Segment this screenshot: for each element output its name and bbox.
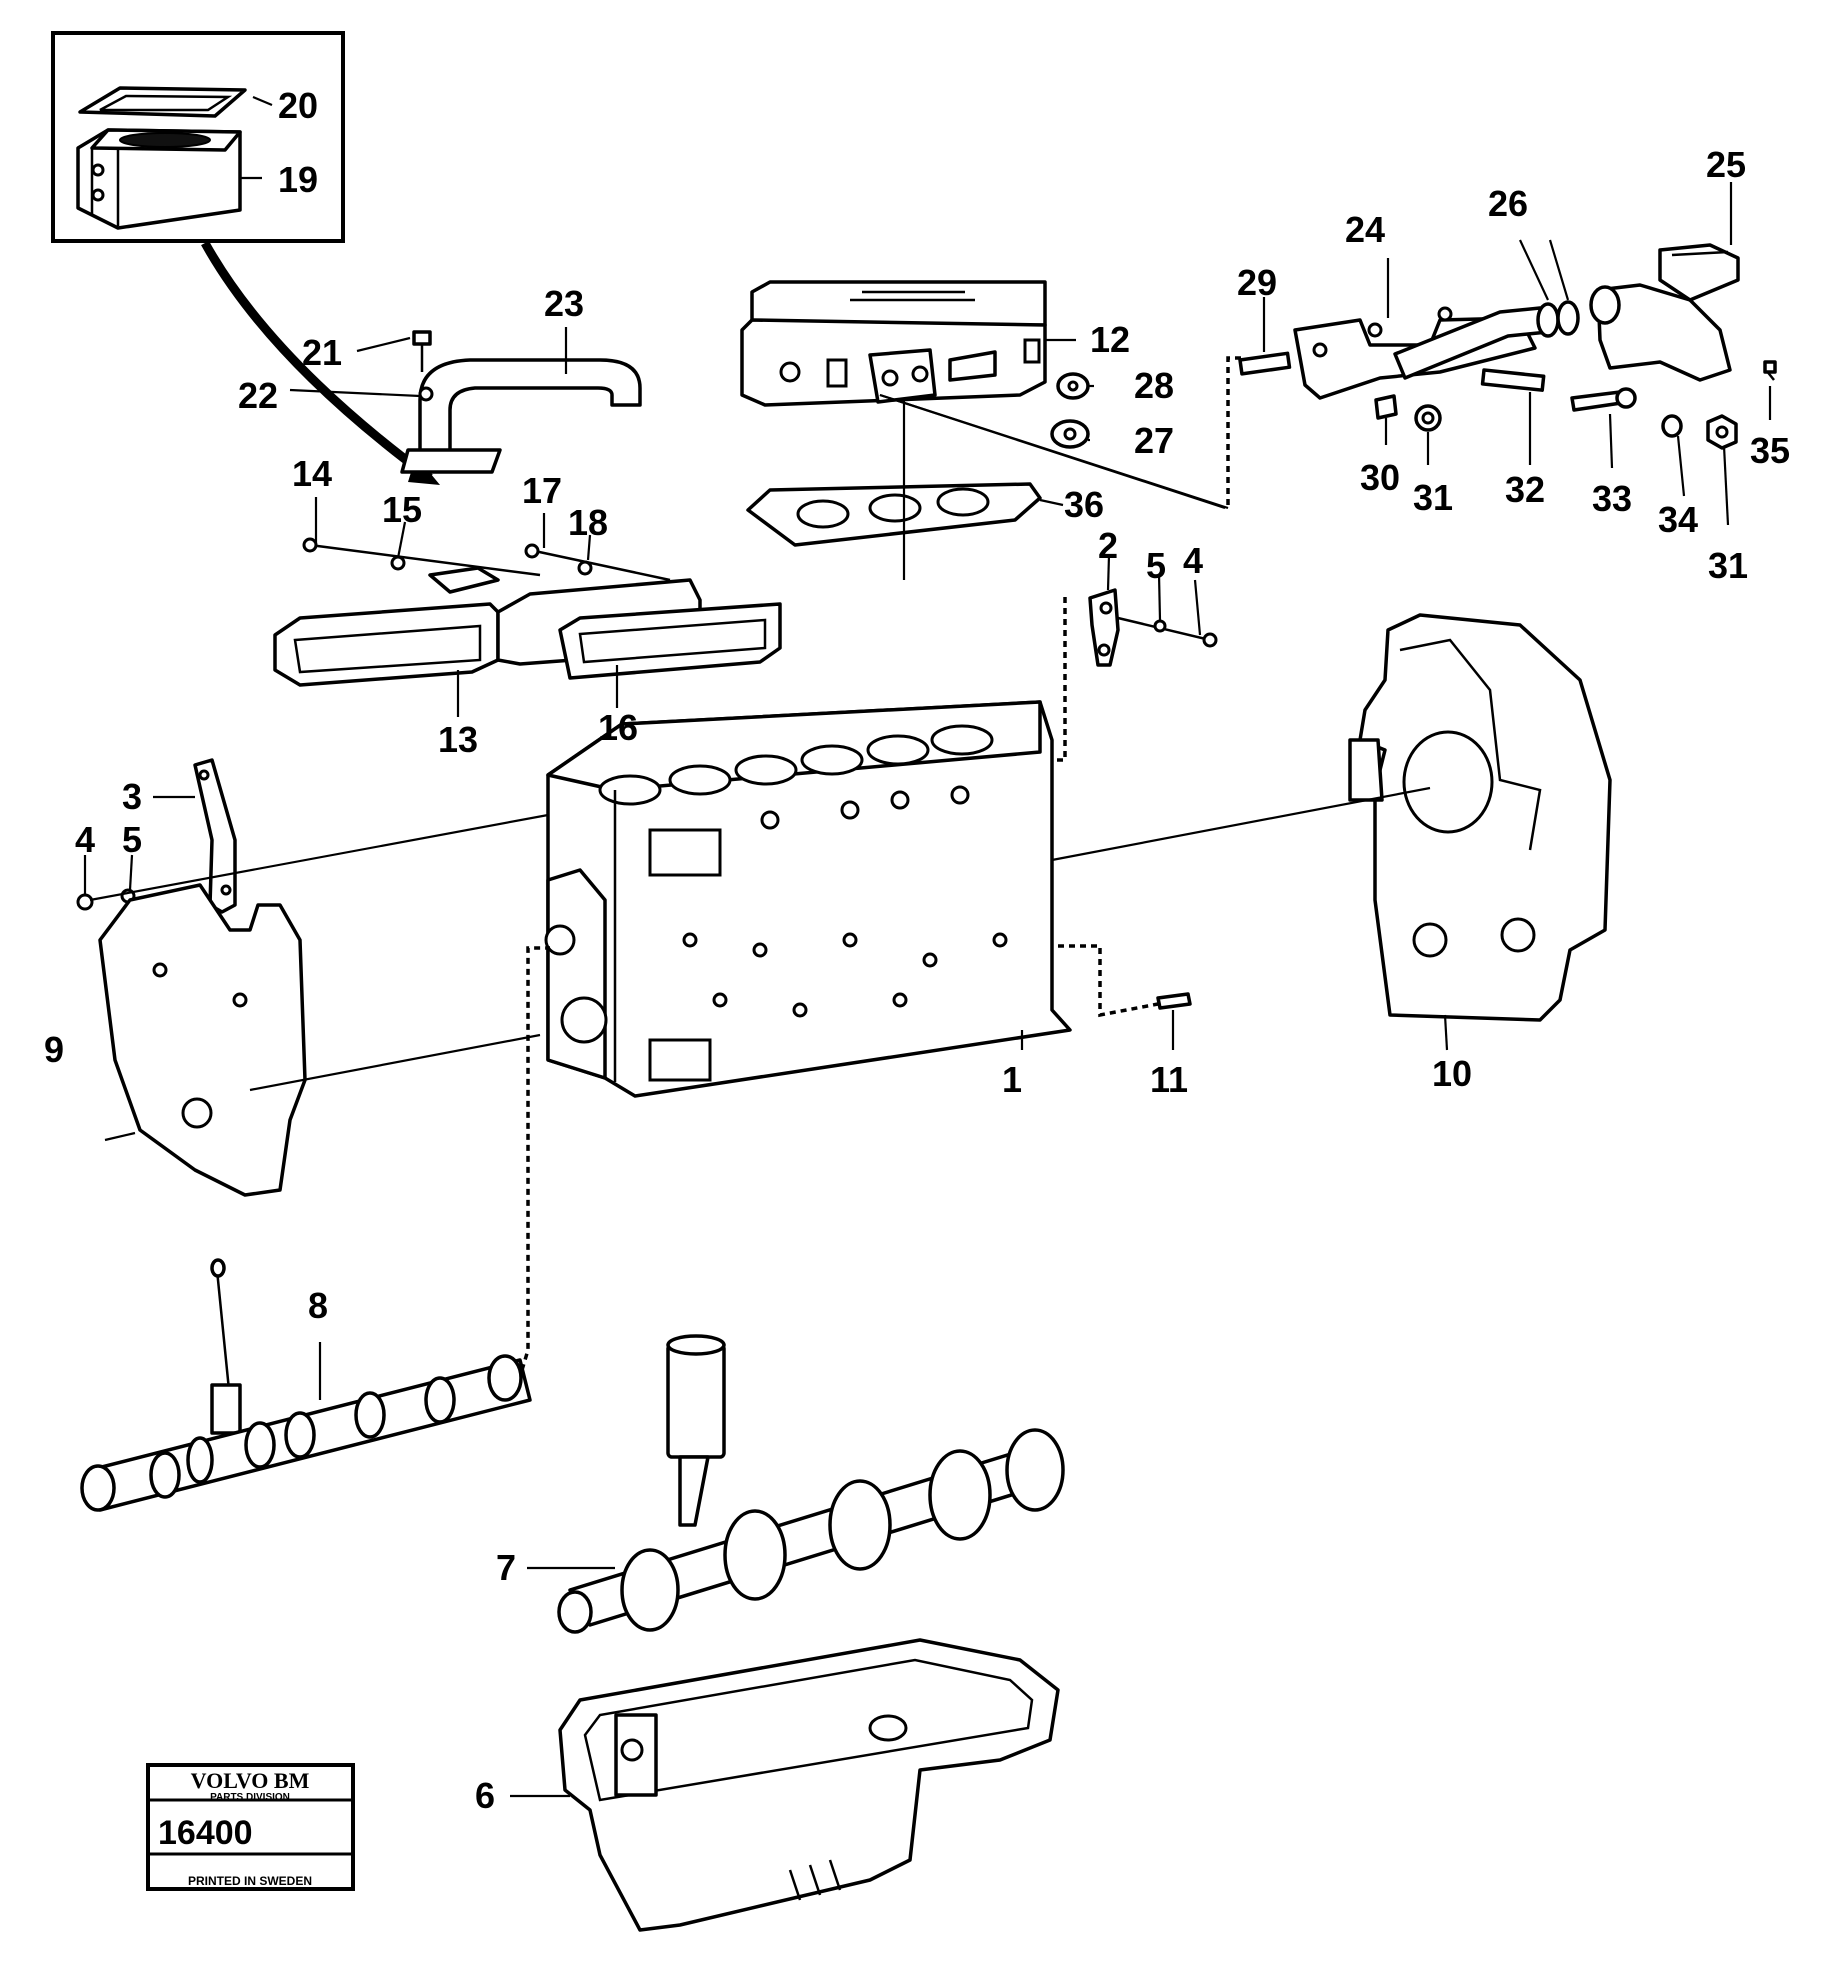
callout-1: 1 [1002, 1059, 1022, 1100]
part-23-water-outlet-pipe [400, 358, 642, 474]
part-36-head-gasket [746, 400, 1042, 580]
callout-25: 25 [1706, 144, 1746, 185]
callout-4-left: 4 [75, 819, 95, 860]
callout-15: 15 [382, 489, 422, 530]
part-8-camshaft [80, 1258, 532, 1512]
part-26-seal-rings [1519, 239, 1580, 338]
part-4-screw-upper [1202, 632, 1218, 648]
callout-17: 17 [522, 470, 562, 511]
stamp-division: PARTS DIVISION [210, 1792, 290, 1803]
part-13-manifold-section [273, 566, 500, 687]
callout-20: 20 [278, 85, 318, 126]
part-29-stud [1238, 351, 1292, 376]
callout-31-upper: 31 [1413, 477, 1453, 518]
part-31-nut-upper [1414, 404, 1442, 432]
callout-6: 6 [475, 1775, 495, 1816]
part-17-screw [524, 543, 671, 582]
part-9-timing-cover [98, 883, 307, 1197]
volvo-bm-parts-stamp: VOLVO BM PARTS DIVISION 16400 PRINTED IN… [146, 1763, 355, 1891]
callout-29: 29 [1237, 262, 1277, 303]
part-19-cooler-housing [76, 128, 242, 230]
part-25-thermostat-housing [1589, 243, 1740, 382]
inset-pointer-arrow [201, 240, 433, 482]
part-10-flywheel-housing [1348, 613, 1612, 1022]
part-11-dowel-pin [1156, 992, 1192, 1010]
callout-23: 23 [544, 283, 584, 324]
part-18-washer [577, 560, 593, 576]
leader-lines [83, 95, 1772, 1798]
part-20-gasket [78, 86, 247, 118]
part-6-oil-pan [558, 1638, 1060, 1932]
callout-12: 12 [1090, 319, 1130, 360]
callout-18: 18 [568, 502, 608, 543]
part-2-bracket [1088, 588, 1211, 667]
callout-14: 14 [292, 453, 332, 494]
part-21-screw [412, 330, 432, 372]
part-5-washer-upper [1153, 619, 1167, 633]
callout-8: 8 [308, 1285, 328, 1326]
callout-30: 30 [1360, 457, 1400, 498]
stamp-number: 16400 [158, 1814, 253, 1852]
callout-36: 36 [1064, 484, 1104, 525]
callout-3: 3 [122, 776, 142, 817]
inset-frame [51, 31, 345, 243]
stamp-printed: PRINTED IN SWEDEN [188, 1874, 312, 1888]
part-31-nut-lower [1706, 414, 1738, 450]
part-32-stud [1480, 368, 1546, 392]
part-30-sleeve [1374, 394, 1398, 420]
part-28-gasket [1056, 372, 1090, 400]
callout-26: 26 [1488, 183, 1528, 224]
part-16-manifold-section [496, 578, 782, 680]
callout-19: 19 [278, 159, 318, 200]
callout-5-upper: 5 [1146, 545, 1166, 586]
part-1-cylinder-block [544, 700, 1072, 1098]
callout-35: 35 [1750, 430, 1790, 471]
part-33-bolt [1570, 387, 1637, 412]
callout-31-lower: 31 [1708, 545, 1748, 586]
callout-13: 13 [438, 719, 478, 760]
callout-10: 10 [1432, 1053, 1472, 1094]
callout-9: 9 [44, 1029, 64, 1070]
part-14-screw [302, 537, 541, 577]
part-12-cylinder-head [740, 280, 1047, 407]
part-35-screw [1763, 360, 1777, 381]
callout-22: 22 [238, 375, 278, 416]
callout-33: 33 [1592, 478, 1632, 519]
part-34-washer [1661, 414, 1683, 438]
callout-7: 7 [496, 1547, 516, 1588]
part-22-washer [418, 386, 434, 402]
callout-34: 34 [1658, 499, 1698, 540]
callout-11: 11 [1150, 1059, 1188, 1100]
callout-32: 32 [1505, 469, 1545, 510]
callout-16: 16 [598, 707, 638, 748]
callout-28: 28 [1134, 365, 1174, 406]
callout-2: 2 [1098, 525, 1118, 566]
callout-21: 21 [302, 332, 342, 373]
callout-27: 27 [1134, 420, 1174, 461]
part-7-crankshaft-piston [557, 1334, 1065, 1634]
callout-24: 24 [1345, 209, 1385, 250]
stamp-brand: VOLVO BM [191, 1768, 310, 1793]
part-15-washer [390, 555, 406, 571]
callout-4-upper: 4 [1183, 540, 1203, 581]
part-4-screw-left [76, 893, 94, 911]
part-27-gasket [1050, 419, 1090, 449]
callout-5-left: 5 [122, 819, 142, 860]
callout-labels: 20 19 23 21 22 14 15 17 18 13 16 12 28 2… [44, 85, 1790, 1816]
